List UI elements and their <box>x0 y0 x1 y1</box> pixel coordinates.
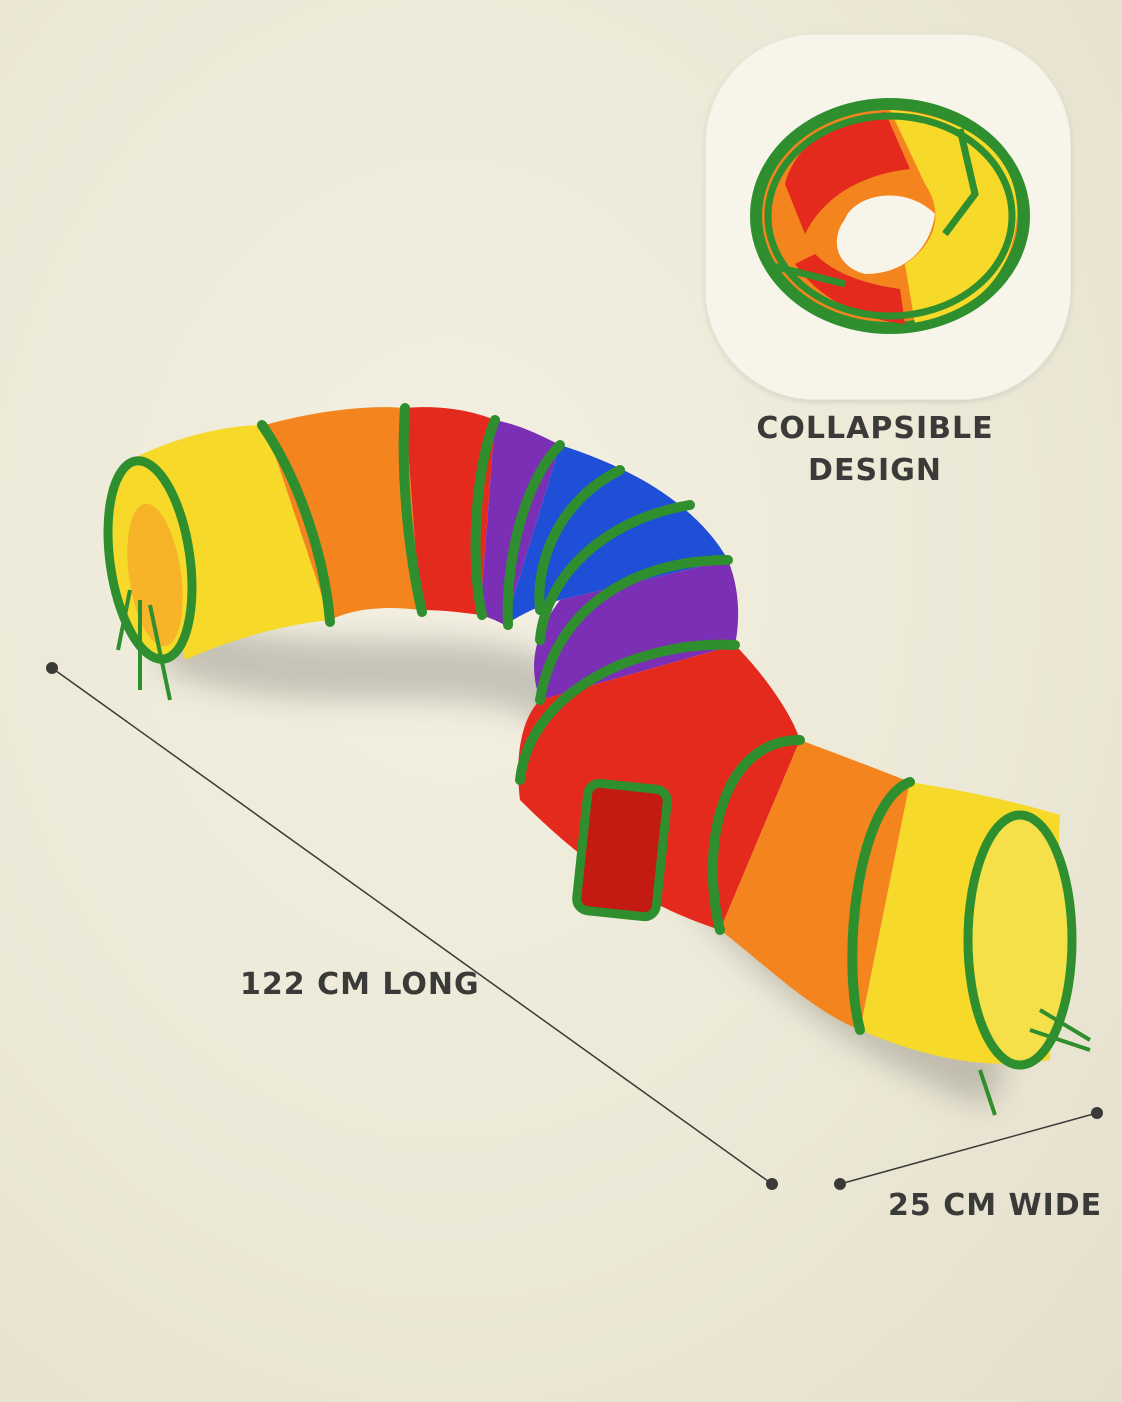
length-label: 122 CM LONG <box>240 967 480 1002</box>
length-dimension-line <box>51 667 773 1185</box>
collapsible-label-line-2: DESIGN <box>808 453 942 488</box>
dimension-lines <box>51 667 1098 1185</box>
collapsible-label-line-1: COLLAPSIBLE <box>756 411 994 446</box>
collapsed-tunnel-illustration <box>750 98 1030 334</box>
width-dimension-line <box>839 1112 1098 1185</box>
tunnel-opening-near <box>963 810 1077 1070</box>
tunnel-trim-rings <box>257 403 915 1035</box>
peek-window <box>572 778 672 922</box>
collapsed-tunnel-inset <box>705 34 1071 400</box>
width-label: 25 CM WIDE <box>888 1188 1103 1223</box>
tunnel-segment-orange-2 <box>720 740 910 1030</box>
tunnel-segment-orange-1 <box>265 407 420 620</box>
tunnel-segment-purple-2 <box>534 560 739 700</box>
tunnel-cords <box>116 589 1092 1116</box>
collapsible-design-label: COLLAPSIBLE DESIGN <box>720 408 1030 492</box>
